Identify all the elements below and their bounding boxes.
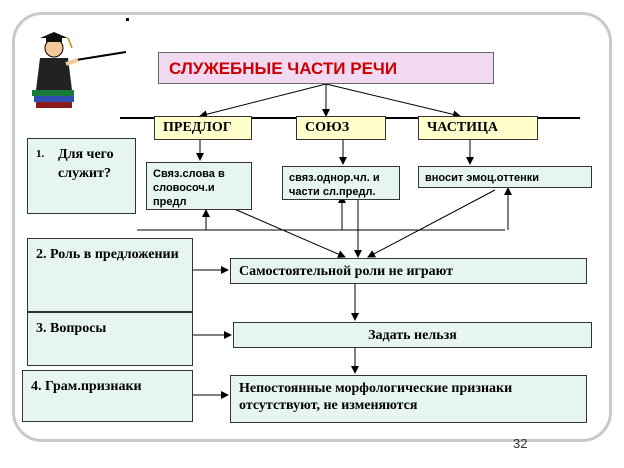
- question-questions: 3. Вопросы: [27, 312, 193, 366]
- function-chastica: вносит эмоц.оттенки: [418, 166, 592, 188]
- answer-questions: Задать нельзя: [233, 322, 592, 348]
- part-soyuz: СОЮЗ: [296, 116, 386, 140]
- title-box: СЛУЖЕБНЫЕ ЧАСТИ РЕЧИ: [158, 52, 494, 84]
- question-features: 4. Грам.признаки: [22, 370, 193, 422]
- question-text: Для чего служит?: [58, 147, 114, 181]
- answer-features: Непостоянные морфологические признаки от…: [230, 375, 587, 423]
- teacher-with-pointer-icon: [32, 32, 127, 108]
- function-soyuz: связ.однор.чл. и части сл.предл.: [282, 166, 400, 200]
- question-number: 1.: [36, 148, 45, 160]
- part-chastica: ЧАСТИЦА: [418, 116, 538, 140]
- dot-mark: [126, 18, 129, 21]
- part-predlog: ПРЕДЛОГ: [154, 116, 252, 140]
- answer-role: Самостоятельной роли не играют: [230, 258, 587, 284]
- question-purpose: 1. Для чего служит?: [27, 138, 136, 214]
- page-number: 32: [513, 436, 528, 451]
- question-role: 2. Роль в предложении: [27, 238, 193, 312]
- function-predlog: Связ.слова в словосоч.и предл: [146, 162, 252, 210]
